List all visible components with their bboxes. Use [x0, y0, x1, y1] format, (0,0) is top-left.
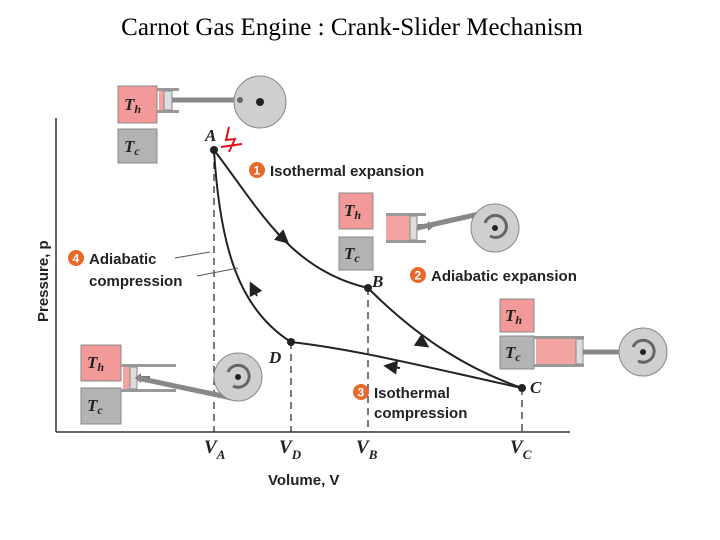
cold-reservoir-a	[117, 128, 158, 164]
hot-reservoir-b	[338, 192, 374, 230]
tick-vc: VC	[510, 437, 532, 462]
point-a-label: A	[204, 126, 216, 145]
adiabatic-expansion-curve	[367, 287, 523, 389]
isothermal-compression-curve	[290, 341, 523, 389]
hot-reservoir-d	[80, 344, 122, 382]
point-c-label: C	[530, 378, 542, 397]
crank-hub-a	[256, 98, 264, 106]
badge-3	[353, 384, 369, 400]
process-3-label: 3 Isothermal compression	[353, 384, 467, 422]
process-1-label: 1 Isothermal expansion	[249, 162, 424, 180]
cold-reservoir-c-label: Tc	[505, 343, 521, 364]
process-3-text-line2: compression	[374, 405, 467, 422]
cold-reservoir-d-label: Tc	[87, 396, 103, 417]
adiabatic-compression-curve	[213, 149, 292, 343]
red-annotation-mark	[220, 126, 243, 153]
process-3-text-line1: Isothermal	[374, 385, 450, 402]
engine-b: Th Tc	[338, 192, 520, 271]
engine-c: Th Tc	[499, 298, 668, 377]
engine-d: Th Tc	[80, 344, 263, 425]
badge-4-number: 4	[73, 252, 80, 266]
leader-lines	[174, 251, 239, 277]
cylinder-c	[534, 336, 584, 367]
hot-reservoir-a-label: Th	[124, 95, 141, 116]
hot-reservoir-b-label: Th	[344, 201, 361, 222]
rotation-arrow-b	[483, 213, 508, 239]
hot-reservoir-a	[117, 85, 158, 124]
crank-hub-b	[492, 225, 498, 231]
connecting-rod-d	[136, 375, 233, 401]
badge-1	[249, 162, 265, 178]
process-2-label: 2 Adiabatic expansion	[410, 267, 577, 285]
x-axis-label: Volume, V	[268, 472, 339, 489]
crank-pin-a	[237, 97, 243, 103]
rotation-arrow-d	[226, 363, 251, 389]
hot-reservoir-c	[499, 298, 535, 333]
crank-hub-c	[640, 349, 646, 355]
cold-reservoir-d	[80, 387, 122, 425]
hot-reservoir-c-label: Th	[505, 306, 522, 327]
badge-1-number: 1	[254, 164, 261, 178]
badge-3-number: 3	[358, 386, 365, 400]
point-b-label: B	[371, 272, 383, 291]
process-1-text: Isothermal expansion	[270, 163, 424, 180]
cold-reservoir-b-label: Tc	[344, 244, 360, 265]
rotation-arrow-c	[631, 338, 656, 364]
engine-a: Th Tc	[117, 75, 287, 164]
guide-lines	[213, 150, 523, 432]
cold-reservoir-a-label: Tc	[124, 137, 140, 158]
tick-vd: VD	[279, 437, 302, 462]
point-b-dot	[364, 284, 372, 292]
point-a-dot	[210, 146, 218, 154]
point-d-dot	[287, 338, 295, 346]
crank-hub-d	[235, 374, 241, 380]
process-4-text-line1: Adiabatic	[89, 251, 157, 268]
point-c-dot	[518, 384, 526, 392]
badge-4	[68, 250, 84, 266]
tick-va: VA	[204, 437, 226, 462]
process-4-label: 4 Adiabatic compression	[68, 250, 182, 290]
hot-reservoir-d-label: Th	[87, 353, 104, 374]
axes	[55, 118, 570, 433]
cold-reservoir-b	[338, 236, 374, 271]
badge-2-number: 2	[415, 269, 422, 283]
process-2-text: Adiabatic expansion	[431, 268, 577, 285]
badge-2	[410, 267, 426, 283]
slide-title: Carnot Gas Engine : Crank-Slider Mechani…	[121, 14, 583, 41]
process-4-text-line2: compression	[89, 273, 182, 290]
point-d-label: D	[268, 348, 281, 367]
cold-reservoir-c	[499, 335, 535, 370]
tick-vb: VB	[356, 437, 378, 462]
direction-arrows	[249, 229, 430, 375]
y-axis-label: Pressure, p	[35, 240, 52, 322]
